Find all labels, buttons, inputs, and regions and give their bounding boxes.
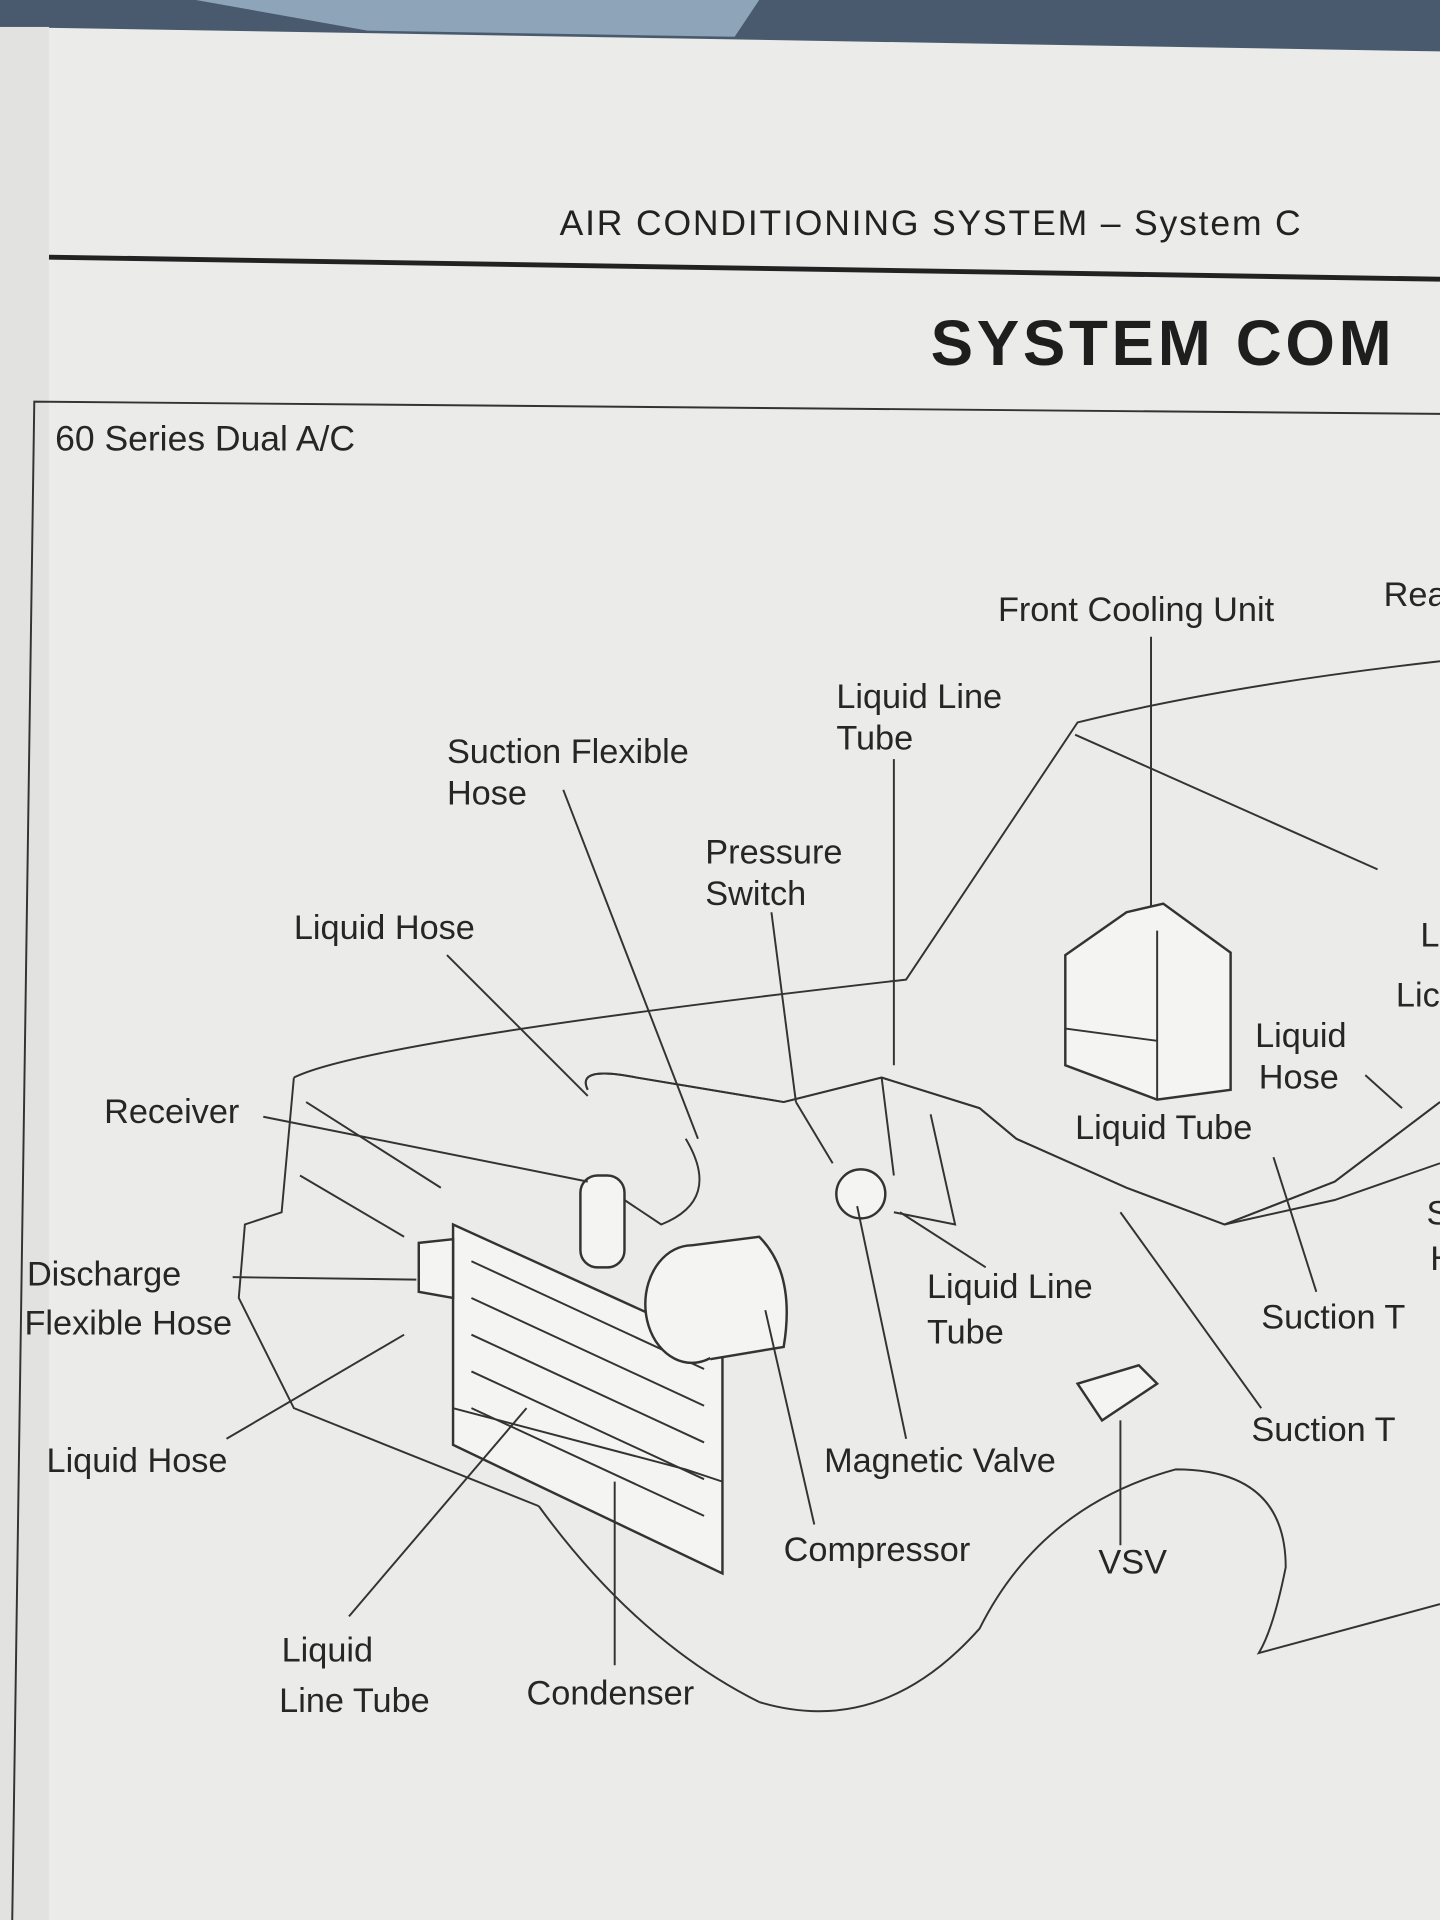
label-magnetic-valve: Magnetic Valve bbox=[824, 1442, 1056, 1480]
magnetic-valve-drawing bbox=[835, 1168, 887, 1220]
label-rear-partial: Rea bbox=[1384, 576, 1440, 614]
page-title: SYSTEM COM bbox=[931, 308, 1396, 379]
label-liquid-hose-right-2: Hose bbox=[1259, 1059, 1339, 1097]
label-suction-flexible-hose: Suction Flexible bbox=[447, 733, 689, 771]
label-liquid-line-tube-bottom: Liquid bbox=[282, 1632, 373, 1670]
label-liquid-line-tube-top: Liquid Line bbox=[836, 678, 1002, 716]
label-liquid-tube: Liquid Tube bbox=[1075, 1109, 1252, 1147]
label-pressure-switch-2: Switch bbox=[705, 875, 806, 913]
figure-frame bbox=[11, 400, 1440, 1920]
receiver-drawing bbox=[579, 1174, 626, 1269]
label-right-partial-lic: Lic bbox=[1396, 977, 1440, 1015]
label-pressure-switch: Pressure bbox=[705, 833, 842, 871]
label-liquid-hose-upper: Liquid Hose bbox=[294, 909, 475, 947]
label-liquid-line-tube-bottom-2: Line Tube bbox=[279, 1682, 430, 1720]
label-right-partial-h: H bbox=[1430, 1240, 1440, 1278]
header-rule bbox=[48, 254, 1440, 282]
background-cloth bbox=[195, 0, 760, 37]
label-vsv: VSV bbox=[1098, 1543, 1167, 1581]
label-right-partial-s: S bbox=[1427, 1194, 1440, 1232]
label-liquid-line-tube-mid: Liquid Line bbox=[927, 1268, 1093, 1306]
paper-shadow bbox=[0, 26, 49, 1920]
label-compressor: Compressor bbox=[784, 1531, 971, 1569]
label-liquid-hose-lower: Liquid Hose bbox=[47, 1442, 228, 1480]
vehicle-outline bbox=[237, 660, 1440, 1713]
front-cooling-unit-drawing bbox=[1064, 902, 1232, 1101]
label-condenser: Condenser bbox=[527, 1674, 695, 1712]
compressor-drawing bbox=[644, 1235, 788, 1365]
vsv-drawing bbox=[1075, 1363, 1160, 1423]
leader-lines bbox=[226, 636, 1403, 1666]
label-front-cooling-unit: Front Cooling Unit bbox=[998, 591, 1275, 629]
label-liquid-line-tube-top-2: Tube bbox=[836, 719, 913, 757]
label-liquid-line-tube-mid-2: Tube bbox=[927, 1313, 1004, 1351]
label-suction-tube-lower: Suction T bbox=[1251, 1411, 1395, 1449]
refrigerant-lines bbox=[452, 1072, 1440, 1483]
figure-caption: 60 Series Dual A/C bbox=[55, 419, 355, 459]
label-discharge-flexible-hose-2: Flexible Hose bbox=[24, 1305, 232, 1343]
paper-page bbox=[0, 26, 1440, 1920]
label-suction-tube-upper: Suction T bbox=[1261, 1299, 1405, 1337]
label-receiver: Receiver bbox=[104, 1093, 239, 1131]
condenser-drawing bbox=[417, 1222, 724, 1576]
label-liquid-hose-right: Liquid bbox=[1255, 1017, 1346, 1055]
label-suction-flexible-hose-2: Hose bbox=[447, 774, 527, 812]
label-right-partial-l: L bbox=[1420, 917, 1439, 955]
label-discharge-flexible-hose: Discharge bbox=[27, 1256, 181, 1294]
page-header: AIR CONDITIONING SYSTEM – System C bbox=[560, 203, 1303, 243]
